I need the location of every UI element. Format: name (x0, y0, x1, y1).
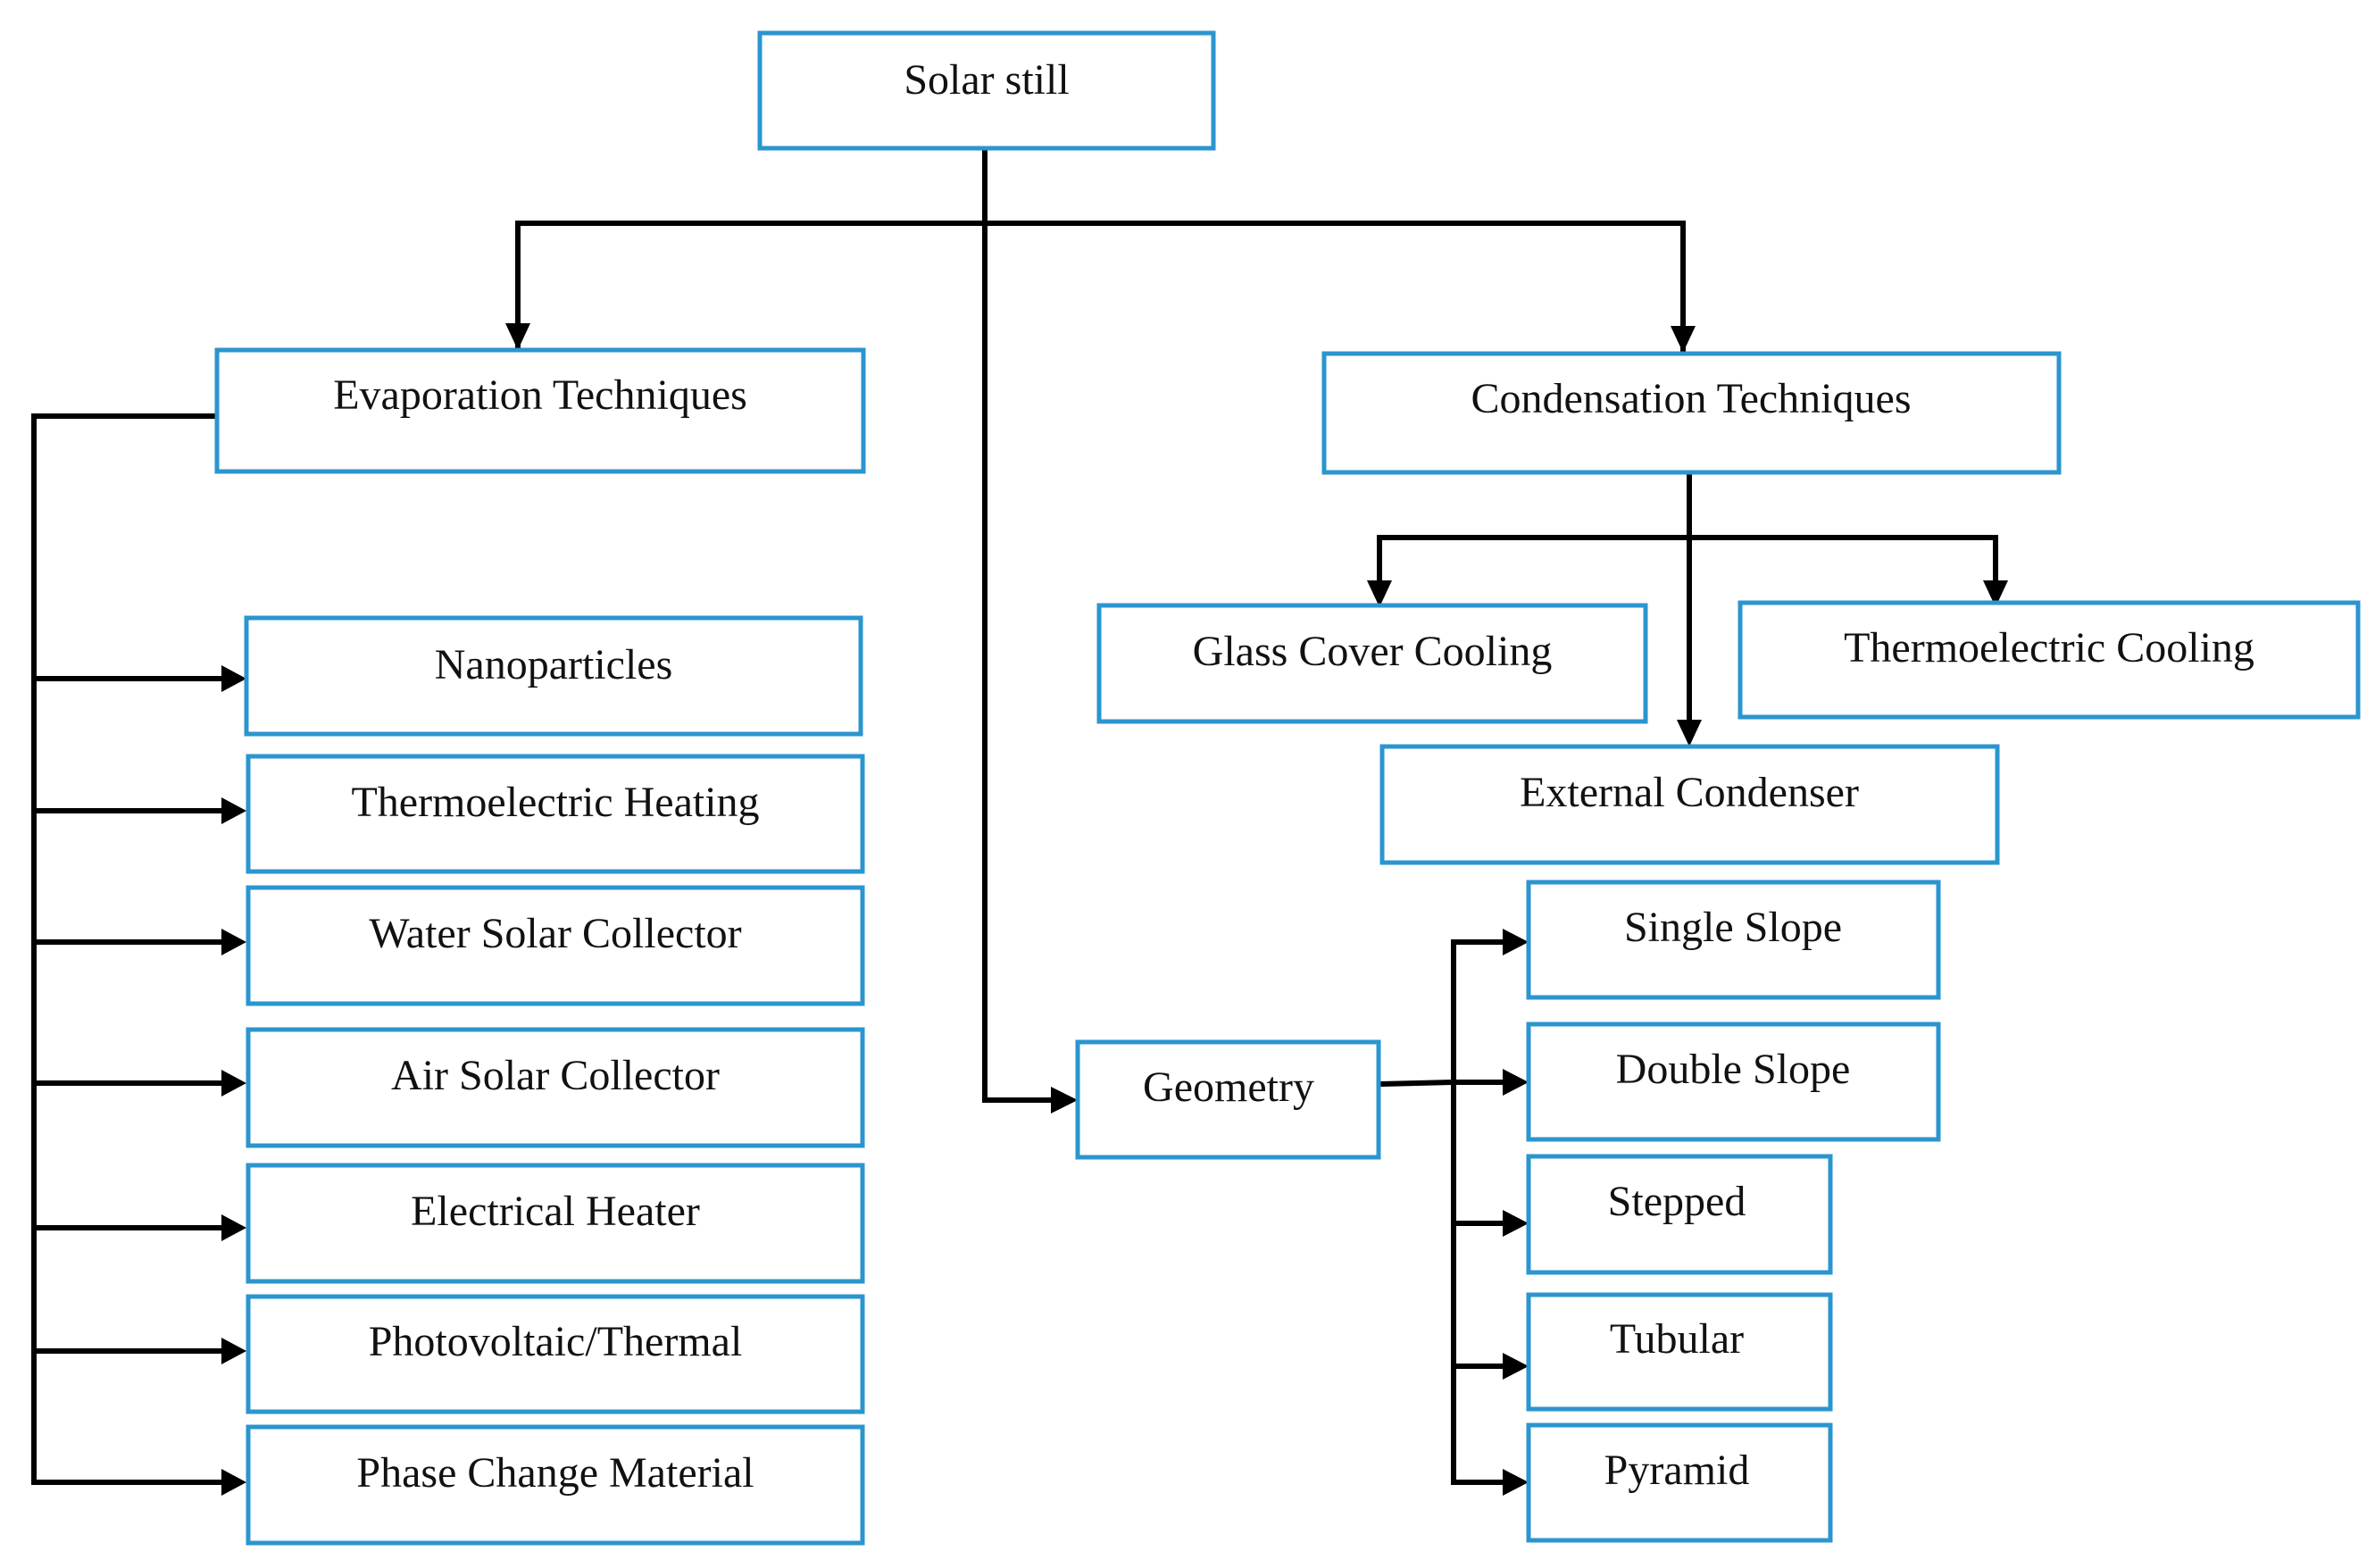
arrow-to-single-slope (1503, 929, 1529, 955)
arrow-to-evaporation (505, 323, 530, 350)
node-nanoparticles: Nanoparticles (244, 615, 863, 737)
node-nanoparticles-label: Nanoparticles (435, 641, 673, 688)
node-external-condenser: External Condenser (1379, 744, 2000, 865)
arrow-to-stepped (1503, 1210, 1529, 1237)
node-thermoelectric-heating-label: Thermoelectric Heating (351, 779, 759, 826)
node-glass-cover-cooling: Glass Cover Cooling (1096, 603, 1648, 724)
arrow-to-pyramid (1503, 1469, 1529, 1496)
node-geometry-label: Geometry (1143, 1063, 1314, 1111)
node-thermoelectric-heating: Thermoelectric Heating (246, 754, 865, 874)
node-tubular: Tubular (1526, 1292, 1833, 1412)
arrow-to-nanoparticles (221, 665, 246, 692)
arrow-to-water-solar-collector (221, 929, 246, 955)
arrow-to-glass-cover (1367, 580, 1392, 607)
node-electrical-heater: Electrical Heater (246, 1163, 865, 1284)
node-condensation-label: Condensation Techniques (1471, 375, 1911, 422)
node-thermoelectric-cooling-label: Thermoelectric Cooling (1844, 624, 2254, 671)
node-air-solar-collector-label: Air Solar Collector (391, 1052, 720, 1099)
arrow-to-electrical-heater (221, 1214, 246, 1241)
arrow-to-air-solar-collector (221, 1070, 246, 1097)
node-stepped-label: Stepped (1608, 1178, 1746, 1225)
edge-geometry-items (1451, 929, 1529, 1496)
arrow-to-double-slope (1503, 1069, 1529, 1096)
node-glass-cover-label: Glass Cover Cooling (1193, 628, 1553, 675)
node-phase-change-material-label: Phase Change Material (356, 1449, 754, 1497)
node-evaporation-label: Evaporation Techniques (333, 371, 747, 419)
arrow-to-thermoelectric-cooling (1983, 580, 2008, 607)
arrow-to-condensation (1671, 326, 1696, 353)
node-single-slope-label: Single Slope (1624, 904, 1842, 951)
node-pyramid: Pyramid (1526, 1422, 1833, 1543)
edge-geometry-out (1377, 1079, 1457, 1088)
node-evaporation-techniques: Evaporation Techniques (214, 347, 866, 474)
node-stepped: Stepped (1526, 1154, 1833, 1275)
node-external-condenser-label: External Condenser (1520, 769, 1859, 816)
arrow-to-thermoelectric-heating (221, 797, 246, 824)
node-pyramid-label: Pyramid (1604, 1447, 1750, 1494)
node-thermoelectric-cooling: Thermoelectric Cooling (1738, 600, 2361, 720)
connectors (31, 146, 2008, 1496)
node-geometry: Geometry (1075, 1039, 1381, 1160)
node-double-slope: Double Slope (1526, 1022, 1941, 1142)
node-solar-still: Solar still (757, 30, 1216, 151)
node-single-slope: Single Slope (1526, 880, 1941, 1000)
node-tubular-label: Tubular (1610, 1315, 1744, 1363)
edge-evap-items (31, 665, 246, 1496)
node-double-slope-label: Double Slope (1616, 1046, 1851, 1093)
node-photovoltaic-thermal-label: Photovoltaic/Thermal (369, 1318, 743, 1365)
node-photovoltaic-thermal: Photovoltaic/Thermal (246, 1294, 865, 1414)
node-solar-still-label: Solar still (904, 56, 1069, 104)
node-water-solar-collector-label: Water Solar Collector (369, 910, 741, 957)
node-electrical-heater-label: Electrical Heater (411, 1188, 700, 1235)
arrow-to-external-condenser (1677, 720, 1702, 746)
arrow-to-geometry (1051, 1087, 1078, 1113)
node-water-solar-collector: Water Solar Collector (246, 885, 865, 1006)
node-air-solar-collector: Air Solar Collector (246, 1027, 865, 1148)
node-condensation-techniques: Condensation Techniques (1321, 351, 2062, 475)
arrow-to-phase-change-material (221, 1469, 246, 1496)
node-phase-change-material: Phase Change Material (246, 1424, 865, 1546)
arrow-to-tubular (1503, 1353, 1529, 1380)
arrow-to-photovoltaic-thermal (221, 1338, 246, 1364)
